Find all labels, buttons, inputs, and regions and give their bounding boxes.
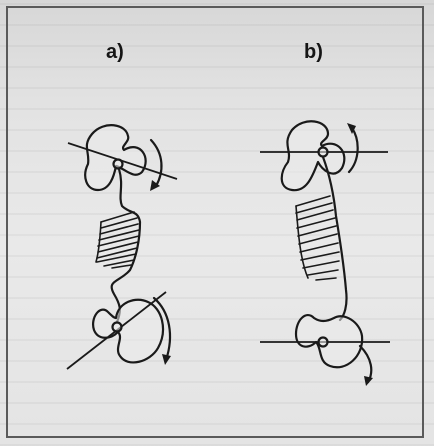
panel-b-muscle-fibers — [295, 195, 340, 281]
panel-a-lower-arrow — [152, 296, 172, 362]
panel-b-upper-arrowhead — [347, 123, 356, 134]
panel-a-upper-pivot — [112, 158, 124, 170]
panel-b-upper-pivot — [317, 146, 329, 158]
panel-a-lower-bone — [92, 298, 165, 364]
panel-a-lower-arrowhead — [162, 354, 171, 365]
panel-a-upper-arrow — [149, 138, 163, 188]
panel-a-muscle-fibers — [95, 211, 140, 269]
panel-b-diagram — [260, 120, 390, 386]
figure-frame — [6, 6, 424, 438]
panel-b-connecting-body — [321, 155, 348, 322]
panel-b-upper-bone — [280, 120, 346, 192]
panel-a-diagram — [66, 124, 178, 370]
panel-b-label: b) — [304, 41, 323, 63]
panel-b-lower-arrowhead — [364, 376, 373, 386]
panel-a-upper-arrowhead — [150, 180, 160, 191]
panel-a-lower-pivot — [111, 321, 123, 333]
panel-a-label: a) — [106, 41, 124, 63]
panel-b-upper-arrow — [347, 126, 359, 174]
panel-a-upper-bone — [84, 124, 147, 192]
panel-b-lower-pivot — [317, 336, 329, 348]
